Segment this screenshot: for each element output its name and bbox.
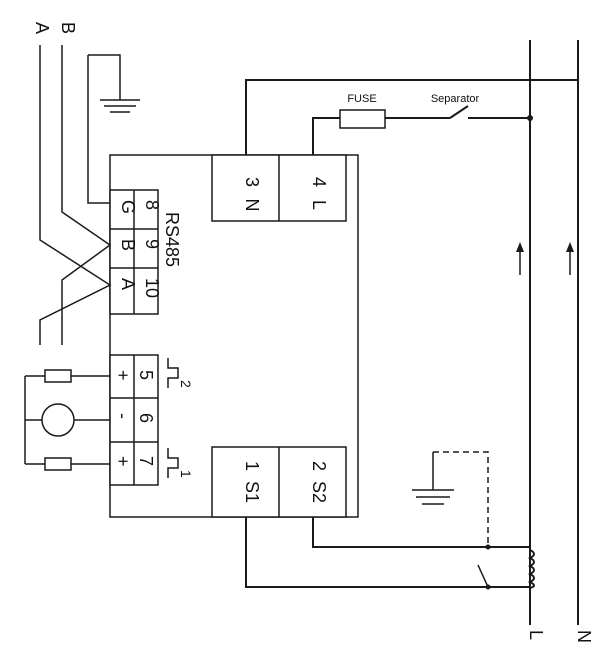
fuse-label: FUSE — [347, 93, 376, 105]
pulse-output-2-label: 2 — [178, 380, 194, 388]
terminal-3-number: 3 — [242, 177, 262, 187]
power-terminal-block: 3 N 4 L — [211, 154, 347, 222]
power-wiring — [245, 79, 578, 155]
terminal-3-symbol: N — [242, 199, 262, 212]
terminal-6-number: 6 — [136, 413, 156, 423]
bus-b-wire — [61, 45, 112, 345]
terminal-7-number: 7 — [136, 456, 156, 466]
rs485-terminal-block: G 8 B 9 A 10 — [109, 189, 162, 315]
terminal-9-symbol: B — [118, 239, 138, 251]
rs485-bus-wiring — [39, 45, 121, 345]
terminal-10-symbol: A — [118, 278, 138, 290]
terminal-5-symbol: + — [113, 370, 133, 381]
pulse-resistor-bottom — [44, 457, 72, 471]
ct-coil-icon — [527, 549, 535, 589]
terminal-5-number: 5 — [136, 370, 156, 380]
live-wire-to-fuse — [312, 117, 340, 155]
fuse-icon — [339, 109, 386, 129]
s2-wire — [312, 517, 530, 548]
bus-a-label: A — [32, 22, 52, 34]
bus-b-label: B — [58, 22, 78, 34]
terminal-9-number: 9 — [142, 239, 162, 249]
terminal-8-symbol: G — [118, 200, 138, 214]
pulse-terminal-block: + 5 - 6 + 7 — [109, 354, 159, 486]
pulse-resistor-top — [44, 369, 72, 383]
separator-switch-icon — [449, 105, 469, 119]
terminal-2-symbol: S2 — [309, 481, 329, 503]
separator-label: Separator — [431, 93, 480, 105]
line-l-label: L — [526, 630, 546, 640]
terminal-g-wire — [87, 55, 110, 204]
rs485-label: RS485 — [162, 212, 182, 267]
pulse-output-1-icon: 1 — [167, 448, 194, 478]
line-n-label: N — [574, 630, 594, 643]
terminal-1-number: 1 — [242, 461, 262, 471]
ground-icon-rs485 — [100, 72, 140, 113]
pulse-external-circuit — [24, 369, 110, 471]
terminal-6-symbol: - — [113, 413, 133, 419]
flow-arrow-l — [516, 242, 524, 275]
ct-shorting-switch-icon — [477, 564, 489, 588]
flow-arrow-n — [566, 242, 574, 275]
ct-terminal-block: 1 S1 2 S2 — [211, 446, 347, 518]
ct-ground-dashed-lead — [433, 451, 489, 547]
terminal-2-number: 2 — [309, 461, 329, 471]
bus-a-wire — [39, 45, 112, 345]
ground-lead — [88, 54, 121, 72]
pulse-source-icon — [41, 403, 75, 437]
terminal-4-symbol: L — [309, 200, 329, 210]
ct-wiring — [245, 451, 535, 590]
terminal-10-number: 10 — [142, 278, 162, 298]
ground-icon-ct — [412, 452, 454, 505]
terminal-1-symbol: S1 — [242, 481, 262, 503]
pulse-output-1-label: 1 — [178, 470, 194, 478]
terminal-7-symbol: + — [113, 456, 133, 467]
s1-wire — [245, 517, 530, 588]
terminal-4-number: 4 — [309, 177, 329, 187]
neutral-wire — [245, 79, 578, 155]
pulse-output-2-icon: 2 — [167, 358, 194, 388]
terminal-8-number: 8 — [142, 200, 162, 210]
